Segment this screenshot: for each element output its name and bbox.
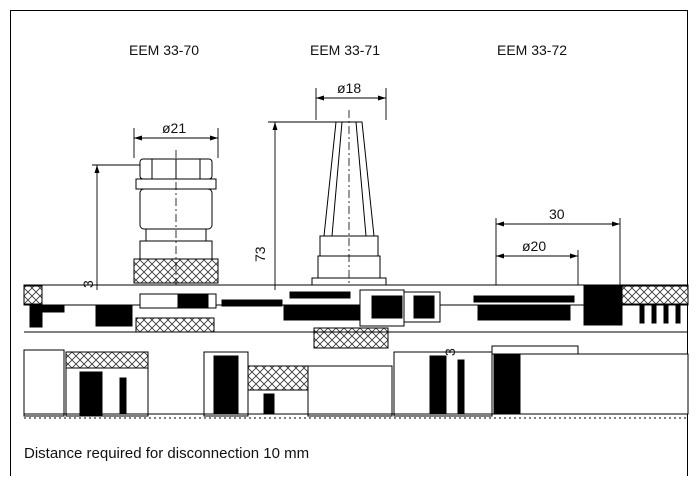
model-label-eem-33-72: EEM 33-72 (497, 42, 568, 58)
panel-assembly (23, 284, 689, 419)
dimension-label-d20: ø20 (522, 238, 547, 254)
model-label-eem-33-70: EEM 33-70 (129, 42, 200, 58)
dimension-lines (92, 88, 621, 290)
dimension-arrows (94, 95, 620, 259)
model-label-eem-33-71: EEM 33-71 (310, 42, 381, 58)
dimension-label-73: 73 (252, 246, 268, 262)
dimension-label-d18: ø18 (337, 80, 362, 96)
dimension-label-30: 30 (549, 206, 565, 222)
dimension-label-d21: ø21 (162, 120, 187, 136)
disconnection-note: Distance required for disconnection 10 m… (24, 445, 310, 462)
drawing-frame (10, 10, 688, 476)
connector-eem-33-71 (311, 110, 387, 290)
dimension-label-3-mid: 3 (442, 348, 458, 356)
dimension-label-3-left: 3 (80, 280, 96, 288)
connector-eem-33-70 (133, 150, 219, 290)
